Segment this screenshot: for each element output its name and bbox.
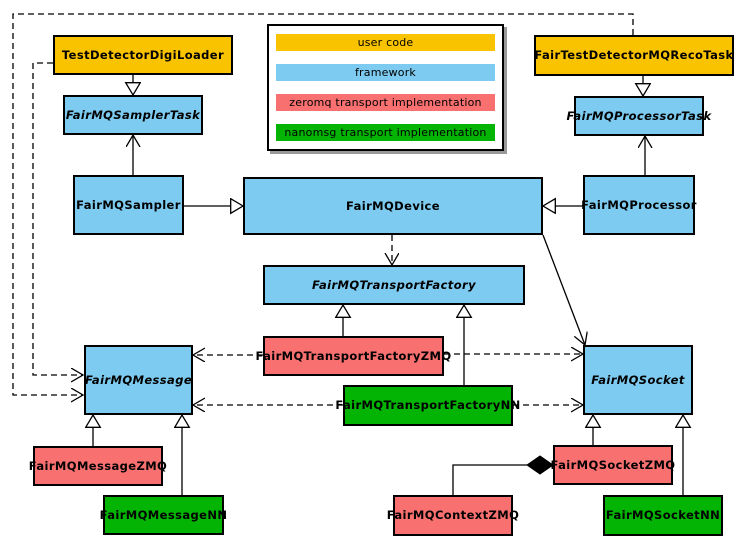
legend: user code framework zeromq transport imp… [267, 24, 504, 151]
class-fairmq-processor: FairMQProcessor [581, 175, 696, 235]
class-fairmq-transport-factory-zmq: FairMQTransportFactoryZMQ [256, 336, 451, 376]
class-fairmq-sampler: FairMQSampler [73, 175, 184, 235]
class-fairmq-socket: FairMQSocket [583, 345, 693, 415]
class-fairmq-transport-factory: FairMQTransportFactory [263, 265, 525, 305]
class-fairmq-message-zmq: FairMQMessageZMQ [29, 446, 167, 486]
class-fairmq-socket-nn: FairMQSocketNN [603, 495, 723, 536]
class-fairmq-sampler-task: FairMQSamplerTask [63, 95, 203, 135]
class-fairmq-message-nn: FairMQMessageNN [100, 495, 227, 535]
class-fairmq-message: FairMQMessage [84, 345, 193, 415]
class-fairmq-device: FairMQDevice [243, 177, 543, 235]
class-fairmq-context-zmq: FairMQContextZMQ [387, 495, 519, 536]
class-fairmq-transport-factory-nn: FairMQTransportFactoryNN [335, 385, 520, 426]
composition-diamond [526, 455, 554, 475]
legend-item-zeromq: zeromq transport implementation [276, 94, 495, 111]
class-fair-test-detector-mq-reco-task: FairTestDetectorMQRecoTask [534, 35, 734, 76]
class-fairmq-socket-zmq: FairMQSocketZMQ [551, 445, 675, 485]
legend-item-framework: framework [276, 64, 495, 81]
legend-item-user-code: user code [276, 34, 495, 51]
edge-device-socket [542, 234, 585, 345]
legend-item-nanomsg: nanomsg transport implementation [276, 124, 495, 141]
class-test-detector-digi-loader: TestDetectorDigiLoader [53, 35, 233, 75]
edge-socketzmq-contextzmq [452, 455, 554, 495]
class-fairmq-processor-task: FairMQProcessorTask [567, 96, 711, 136]
